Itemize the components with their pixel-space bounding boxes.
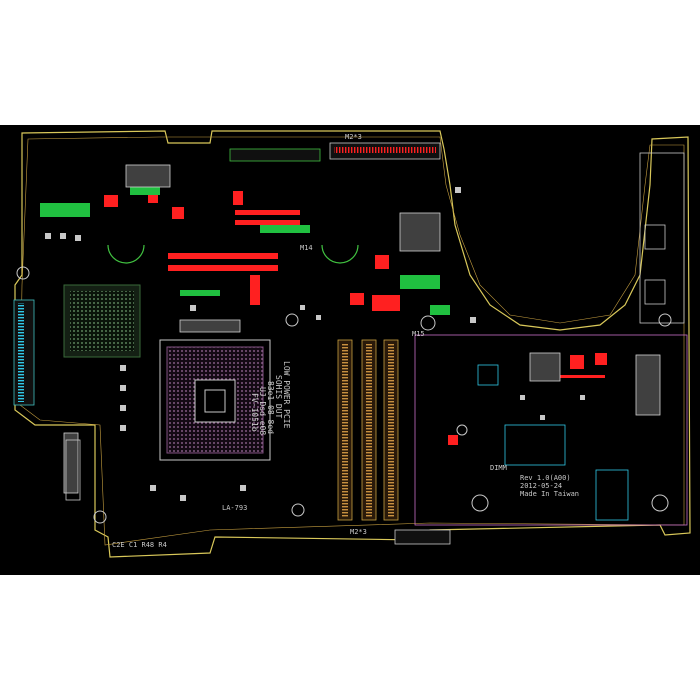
label-m14: M14: [300, 244, 313, 252]
board-inner-outline: [19, 136, 685, 546]
label-bottom-connector: M2*3: [350, 528, 367, 536]
label-footer-ref: C2E C1 R48 R4: [112, 541, 167, 549]
mounting-holes: [16, 266, 672, 524]
bga-left-dots: [70, 291, 134, 351]
right-io-region: [639, 152, 685, 324]
small-parts: [45, 187, 585, 501]
label-rev-line1: Rev 1.0(A00): [520, 474, 571, 482]
green-components: [40, 185, 450, 315]
dimm-slots: [337, 339, 399, 521]
label-top-connector: M2*3: [345, 133, 362, 141]
label-vertical-4: FV-1051b: [250, 393, 259, 432]
pcb-layout-drawing: [13, 130, 691, 558]
label-vertical-0: LOW POWER PCIE: [282, 361, 291, 429]
board-outline: [14, 130, 691, 558]
label-vertical-3: UJ Dsd e08: [258, 387, 267, 436]
label-m15: M15: [412, 330, 425, 338]
chips: [63, 164, 661, 494]
label-vertical-1: SOHIS DUT: [274, 375, 283, 419]
label-vertical-2: 83e1 08 8ed: [266, 381, 275, 434]
cpu-socket-outer: [159, 339, 271, 461]
cpu-socket-core: [194, 379, 236, 423]
pcb-board: M2*3 M14 M15 M2*3 LA-793 C2E C1 R48 R4 D…: [0, 125, 700, 575]
label-rev-line2: 2012-05-24: [520, 482, 563, 490]
label-la-ref: LA-793: [222, 504, 248, 512]
region-bottom-right: [414, 334, 688, 526]
label-dimm-ref: DIMM: [490, 464, 507, 472]
cutout-left: [107, 244, 145, 264]
cutout-right: [321, 244, 359, 264]
label-rev-line3: Made In Taiwan: [520, 490, 580, 498]
bottom-connector: [394, 529, 451, 545]
red-components: [104, 191, 607, 445]
